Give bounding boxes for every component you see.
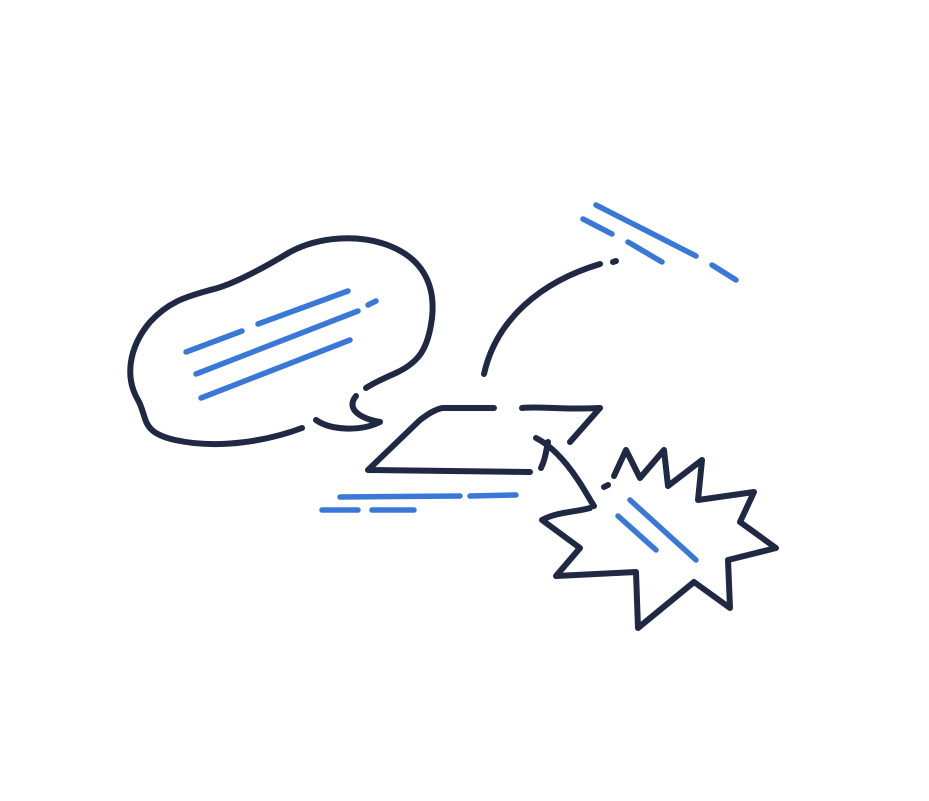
shadow-line-1 (337, 493, 463, 500)
spark-burst-dot (601, 482, 611, 490)
swoosh-accent-lines (580, 202, 739, 283)
spark-burst-connector (533, 435, 597, 509)
paper-sheet-shadow-lines (319, 492, 519, 513)
paper-sheet-outline (365, 405, 603, 475)
spark-line-1 (627, 497, 699, 563)
bubble-line-1 (183, 328, 245, 355)
swoosh-line-2 (580, 216, 615, 237)
paper-sheet-icon (319, 404, 603, 513)
swoosh-arc-icon (481, 202, 739, 377)
bubble-line-3 (198, 337, 353, 401)
swoosh-arc-path (481, 261, 603, 377)
shadow-line-1b (467, 492, 519, 499)
speech-bubble-text-lines (183, 288, 379, 401)
swoosh-line-1b (709, 262, 739, 283)
speech-bubble-icon (127, 235, 436, 448)
spark-burst-outline (539, 447, 779, 631)
bubble-line-2b (365, 298, 379, 308)
spark-burst-accent-lines (615, 497, 699, 563)
speech-bubble-tail (313, 393, 383, 432)
swoosh-arc-dot (610, 258, 619, 265)
swoosh-line-2b (625, 239, 665, 265)
paper-sheet-top-edge (519, 404, 603, 412)
spark-burst-icon (533, 435, 779, 631)
speech-bubble-outline (127, 235, 436, 448)
spark-line-2 (615, 513, 659, 553)
swoosh-line-1 (593, 202, 699, 259)
bubble-line-1b (255, 288, 351, 327)
bubble-line-2 (193, 308, 361, 377)
